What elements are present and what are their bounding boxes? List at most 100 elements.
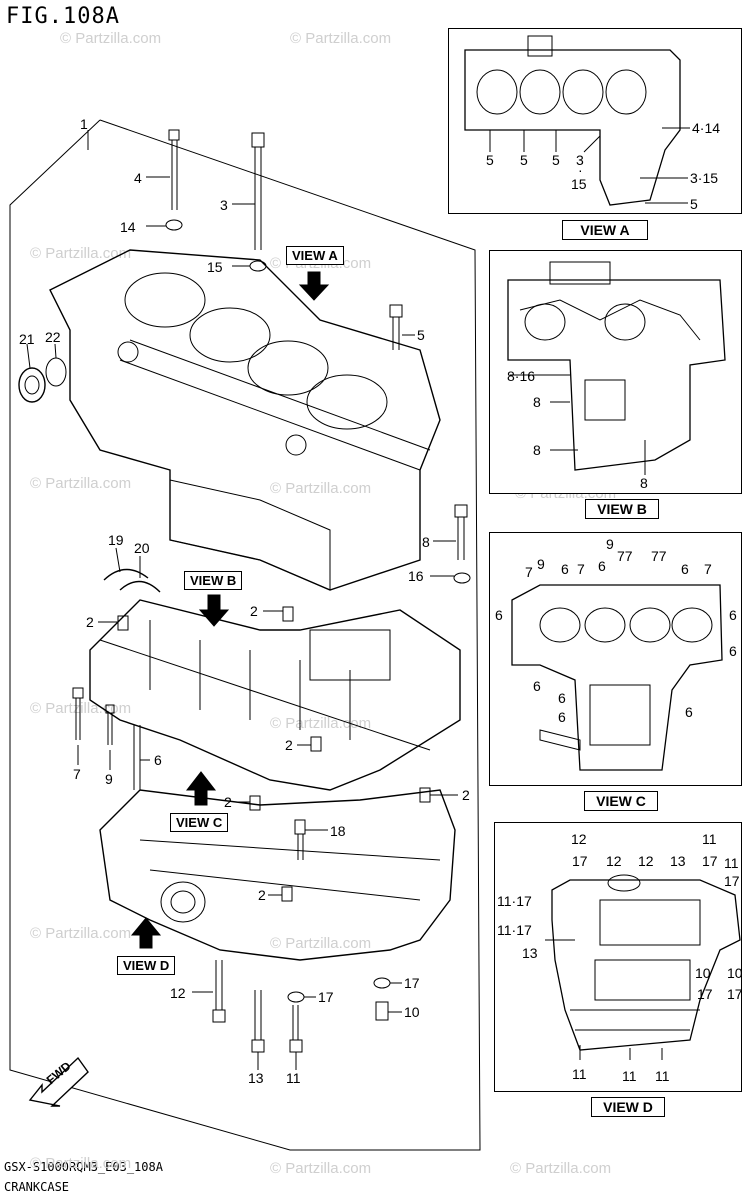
- callout-22: 22: [45, 329, 61, 345]
- callout-2: 2: [462, 787, 470, 803]
- watermark: © Partzilla.com: [30, 475, 132, 492]
- view-a-callout: 3: [576, 152, 584, 168]
- view-b-callout: 8·16: [507, 368, 536, 384]
- watermark: © Partzilla.com: [270, 935, 372, 952]
- callout-3: 3: [220, 197, 228, 213]
- view-d-callout: 11: [655, 1068, 670, 1084]
- view-b-tag: VIEW B: [184, 571, 243, 590]
- callout-21: 21: [19, 331, 35, 347]
- view-c-callout: 7: [577, 561, 585, 577]
- view-d-callout: 17: [702, 853, 718, 869]
- view-a-panel: [448, 28, 742, 214]
- callout-6: 6: [154, 752, 162, 768]
- callout-2: 2: [224, 794, 232, 810]
- view-b-callout: 8: [640, 475, 648, 491]
- view-d-callout: 12: [571, 831, 587, 847]
- callout-13: 13: [248, 1070, 264, 1086]
- view-c-callout: 6: [598, 558, 606, 574]
- view-d-callout: 17: [727, 986, 743, 1002]
- callout-19: 19: [108, 532, 124, 548]
- view-d-callout: 11·17: [497, 922, 532, 938]
- view-a-caption: VIEW A: [562, 220, 648, 240]
- view-a-callout: 4·14: [692, 120, 721, 136]
- callout-20: 20: [134, 540, 150, 556]
- callout-1: 1: [80, 116, 88, 132]
- view-c-callout: 9: [606, 536, 614, 552]
- view-c-callout: 6: [681, 561, 689, 577]
- view-d-callout: 13: [670, 853, 686, 869]
- view-d-callout: 17: [572, 853, 588, 869]
- view-d-callout: 12: [638, 853, 654, 869]
- callout-2: 2: [285, 737, 293, 753]
- figure-code: GSX-S1000RQM3_E03_108A: [4, 1160, 163, 1174]
- callout-4: 4: [134, 170, 142, 186]
- view-d-callout: 11: [724, 855, 739, 871]
- view-d-callout: 11·17: [497, 893, 532, 909]
- callout-17: 17: [404, 975, 420, 991]
- watermark: © Partzilla.com: [30, 925, 132, 942]
- view-d-callout: 13: [522, 945, 538, 961]
- watermark: © Partzilla.com: [270, 715, 372, 732]
- view-d-callout: 11: [622, 1068, 637, 1084]
- callout-12: 12: [170, 985, 186, 1001]
- view-d-callout: 17: [697, 986, 713, 1002]
- watermark: © Partzilla.com: [270, 1160, 372, 1177]
- watermark: © Partzilla.com: [60, 30, 162, 47]
- view-a-callout: 5: [486, 152, 494, 168]
- callout-16: 16: [408, 568, 424, 584]
- view-a-callout: ·: [578, 162, 583, 178]
- view-a-callout: 5: [552, 152, 560, 168]
- view-b-callout: 8: [533, 394, 541, 410]
- figure-title: FIG.108A: [6, 4, 120, 29]
- view-a-callout: 5: [690, 196, 698, 212]
- callout-2: 2: [250, 603, 258, 619]
- callout-14: 14: [120, 219, 136, 235]
- watermark: © Partzilla.com: [30, 1155, 132, 1172]
- view-a-callout: 15: [571, 176, 587, 192]
- callout-2: 2: [258, 887, 266, 903]
- view-a-tag: VIEW A: [286, 246, 344, 265]
- callout-9: 9: [105, 771, 113, 787]
- view-d-tag: VIEW D: [117, 956, 176, 975]
- view-d-callout: 10: [727, 965, 743, 981]
- view-b-callout: 8: [533, 442, 541, 458]
- view-c-callout: 7: [525, 564, 533, 580]
- view-d-callout: 12: [606, 853, 622, 869]
- view-d-callout: 11: [702, 831, 717, 847]
- watermark: © Partzilla.com: [290, 30, 392, 47]
- watermark: © Partzilla.com: [510, 1160, 612, 1177]
- view-d-caption: VIEW D: [591, 1097, 665, 1117]
- view-d-callout: 11: [572, 1066, 587, 1082]
- callout-10: 10: [404, 1004, 420, 1020]
- callout-7: 7: [73, 766, 81, 782]
- view-c-callout: 6: [561, 561, 569, 577]
- callout-18: 18: [330, 823, 346, 839]
- view-c-callout: 9: [537, 556, 545, 572]
- view-c-panel: [489, 532, 742, 786]
- view-c-callout: 7: [704, 561, 712, 577]
- view-d-callout: 10: [695, 965, 711, 981]
- view-c-callout: 77: [651, 548, 667, 564]
- view-a-callout: 3·15: [690, 170, 719, 186]
- view-c-callout: 6: [685, 704, 693, 720]
- watermark: © Partzilla.com: [270, 480, 372, 497]
- view-c-callout: 6: [558, 709, 566, 725]
- callout-2: 2: [86, 614, 94, 630]
- view-b-caption: VIEW B: [585, 499, 659, 519]
- watermark: © Partzilla.com: [30, 245, 132, 262]
- view-c-caption: VIEW C: [584, 791, 658, 811]
- view-a-callout: 5: [520, 152, 528, 168]
- view-c-callout: 6: [729, 643, 737, 659]
- view-c-callout: 6: [558, 690, 566, 706]
- callout-17: 17: [318, 989, 334, 1005]
- callout-5: 5: [417, 327, 425, 343]
- view-c-tag: VIEW C: [170, 813, 229, 832]
- callout-11: 11: [286, 1070, 301, 1086]
- view-c-callout: 6: [533, 678, 541, 694]
- figure-name: CRANKCASE: [4, 1180, 70, 1194]
- view-c-callout: 6: [495, 607, 503, 623]
